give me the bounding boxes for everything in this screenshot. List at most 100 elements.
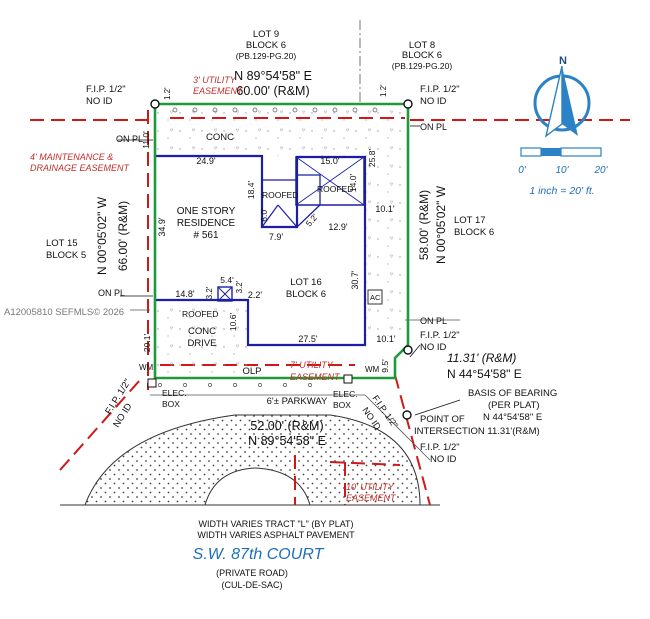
north-distance: 60.00' (R&M) [236,84,309,98]
wm-left-label: WM [139,363,154,372]
dim-top-easement: 1.2' [163,87,172,100]
fip-poi-marker [402,410,412,420]
dim-30-7: 30.7' [350,270,360,290]
svg-text:(PB.129-PG.20): (PB.129-PG.20) [236,51,297,61]
basis-of-bearing: BASIS OF BEARING [468,388,557,399]
dim-24-9: 24.9' [196,156,216,166]
street-name: S.W. 87th COURT [193,546,325,563]
north-letter: N [559,55,567,67]
fence-markers [158,107,378,387]
svg-text:BLOCK 6: BLOCK 6 [246,40,286,51]
island [204,467,311,506]
dim-34-9: 34.9' [157,217,167,237]
svg-text:BLOCK 6: BLOCK 6 [402,50,442,61]
svg-text:(CUL-DE-SAC): (CUL-DE-SAC) [221,580,282,590]
svg-text:BOX: BOX [162,399,180,409]
street-sub-private: (PRIVATE ROAD) [216,568,288,578]
corner-monuments [150,99,413,420]
svg-text:INTERSECTION 11.31'(R&M): INTERSECTION 11.31'(R&M) [414,426,540,437]
adjacent-lot-lines [130,20,460,461]
dim-10-1a: 10.1' [375,204,395,214]
ac-label: AC [370,293,381,302]
lot16-label: LOT 16 [290,277,322,288]
south-distance: 52.00' (R&M) [250,419,323,433]
roofed-label-b: ROOFED [317,184,353,194]
dim-15: 15.0' [320,156,340,166]
scale-tick-20: 20' [593,165,608,176]
dimension-labels: 1.2' 1.2' 11.0' 24.9' 15.0' 25.8' 14.0' … [141,84,396,373]
svg-text:BLOCK 6: BLOCK 6 [286,289,326,300]
svg-text:WIDTH VARIES ASPHALT PAVEMENT: WIDTH VARIES ASPHALT PAVEMENT [197,530,355,540]
svg-text:EASEMENT: EASEMENT [290,372,341,382]
elec-box-right-label: ELEC. [333,389,358,399]
dim-25-8: 25.8' [367,149,377,168]
svg-text:BLOCK 5: BLOCK 5 [46,250,86,261]
dim-27-5: 27.5' [298,334,318,344]
street-area [60,414,440,506]
south-bearing: N 89°54'58" E [248,434,326,448]
dim-2-2: 2.2' [248,290,263,300]
tract-label: WIDTH VARIES TRACT "L" (BY PLAT) [198,519,353,529]
diag-bearing: N 44°54'58" E [447,367,522,381]
east-bearing: N 00°05'02" W [434,185,448,264]
olp-label: OLP [242,366,261,377]
fip-se-marker [403,345,413,355]
svg-text:BOX: BOX [333,400,351,410]
dim-10-1b: 10.1' [376,334,396,344]
roofed-label-c: ROOFED [182,309,218,319]
svg-text:N 44°54'58" E: N 44°54'58" E [483,412,542,423]
dim-11: 11.0' [141,131,151,149]
diag-distance: 11.31' (R&M) [447,351,516,365]
dim-9-5: 9.5' [380,359,390,373]
utility-3-easement: 3' UTILITY [193,75,237,85]
utility-7-easement: 7' UTILITY [290,360,334,370]
svg-text:(PB.129-PG.20): (PB.129-PG.20) [392,61,453,71]
wm-right-label: WM [365,365,380,374]
dim-5-4: 5.4' [220,275,234,285]
west-distance: 66.00' (R&M) [116,201,130,271]
svg-text:BLOCK 6: BLOCK 6 [454,227,494,238]
fip-ne: F.I.P. 1/2" [420,84,460,95]
point-of-intersection: POINT OF [420,414,465,425]
north-arrow: N [533,55,591,138]
on-pl-w: ON PL [98,288,125,298]
svg-text:EASEMENT: EASEMENT [193,86,244,96]
dim-3-2a: 3.2' [205,286,214,299]
svg-text:DRAINAGE EASEMENT: DRAINAGE EASEMENT [30,163,131,173]
svg-text:(PER PLAT): (PER PLAT) [488,400,540,411]
east-distance: 58.00' (R&M) [417,190,431,260]
elec-box-left-label: ELEC. [162,388,187,398]
dim-12-9: 12.9' [328,222,348,232]
roofed-square [295,156,365,206]
roofed-post [217,286,233,302]
svg-text:NO ID: NO ID [420,342,447,353]
feature-labels: CONC ONE STORY RESIDENCE # 561 ROOFED RO… [4,122,557,590]
svg-text:DRIVE: DRIVE [187,338,216,349]
roofed-label-a: ROOFED [262,190,298,200]
residence-label: ONE STORY [177,206,236,217]
svg-text:NO ID: NO ID [420,96,447,107]
fip-nw-marker [150,99,160,109]
svg-text:NO ID: NO ID [86,96,113,107]
scale-bar: 0' 10' 20' 1 inch = 20' ft. [518,147,609,197]
conc-drive-label: CONC [188,326,216,337]
on-pl-nw: ON PL [116,134,143,144]
svg-text:# 561: # 561 [193,230,218,241]
lot8-label: LOT 8 [409,40,435,51]
dim-20-1: 20.1' [142,334,152,353]
fip-nw: F.I.P. 1/2" [86,84,126,95]
lot15-label: LOT 15 [46,238,78,249]
dim-3-2b: 3.2' [235,280,244,293]
watermark: A12005810 SEFMLS© 2026 [4,307,124,318]
elec-box-right [343,374,353,384]
svg-text:NO ID: NO ID [430,454,457,465]
dim-5-2: 5.2' [304,211,321,228]
scale-text: 1 inch = 20' ft. [529,185,594,197]
dim-7-9: 7.9' [269,232,284,242]
parkway-label: 6'± PARKWAY [267,396,328,407]
wm-box-left [147,378,157,388]
maint-4-easement: 4' MAINTENANCE & [30,152,113,162]
ac-box [367,289,383,305]
utility-10-easement: 10' UTILITY [346,482,395,492]
